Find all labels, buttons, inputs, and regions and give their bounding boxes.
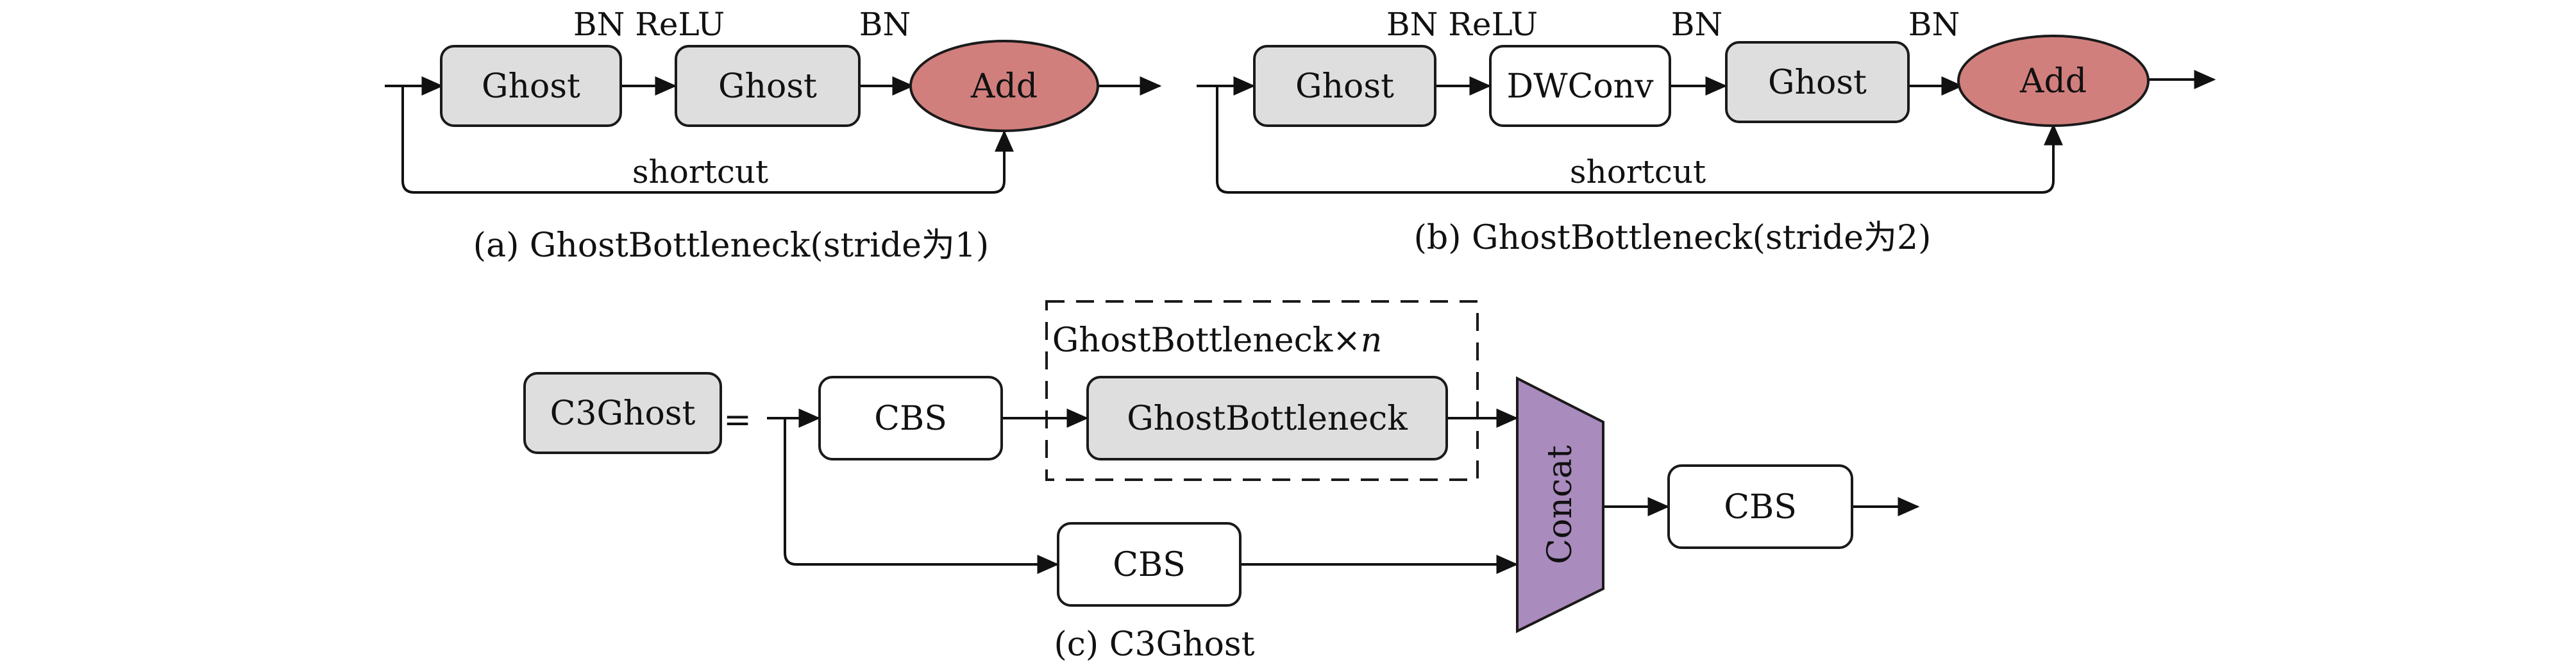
group-label-prefix: GhostBottleneck× (1052, 321, 1361, 360)
panel-c-c3ghost: C3Ghost = GhostBottleneck×n CBS GhostBot… (523, 300, 1920, 664)
node-b-add-label: Add (2019, 62, 2087, 101)
panel-a-ghostbottleneck-stride1: Ghost Ghost Add BN ReLU BN shortcut (a) … (385, 6, 1162, 265)
group-ghostbottleneck-repeat (1045, 300, 1479, 481)
edge-c-branch-cbs-bottom (784, 418, 1059, 574)
node-c-cbs-bottom: CBS (1057, 522, 1242, 607)
node-b-ghost2-label: Ghost (1768, 63, 1867, 102)
node-b-add: Add (1957, 35, 2150, 127)
caption-c: (c) C3Ghost (1054, 625, 1254, 664)
node-c-c3ghost: C3Ghost (523, 372, 722, 454)
panel-b-ghostbottleneck-stride2: Ghost DWConv Ghost Add BN ReLU BN BN sho… (1197, 6, 2216, 257)
edge-a-shortcut (401, 86, 1014, 194)
label-a-shortcut: shortcut (632, 153, 768, 190)
node-c-ghostbottleneck: GhostBottleneck (1086, 376, 1448, 460)
label-b-bn-relu: BN ReLU (1386, 6, 1538, 43)
node-a-ghost1-label: Ghost (482, 67, 580, 106)
equals-sign: = (723, 401, 752, 439)
node-c-cbs-top: CBS (818, 376, 1003, 460)
node-b-ghost1: Ghost (1253, 45, 1436, 127)
label-b-shortcut: shortcut (1570, 153, 1706, 190)
node-b-ghost2: Ghost (1725, 41, 1910, 123)
group-label: GhostBottleneck×n (1052, 321, 1383, 360)
node-c-cbs-out: CBS (1667, 464, 1853, 549)
node-c-cbs-out-label: CBS (1724, 488, 1797, 527)
caption-a: (a) GhostBottleneck(stride为1) (473, 226, 989, 265)
node-a-add: Add (909, 40, 1099, 132)
caption-b: (b) GhostBottleneck(stride为2) (1414, 219, 1932, 257)
node-a-ghost1: Ghost (440, 45, 622, 127)
label-b-bn-1: BN (1671, 6, 1723, 43)
node-a-add-label: Add (970, 67, 1038, 106)
node-c-ghostbottleneck-label: GhostBottleneck (1127, 400, 1408, 438)
node-c-c3ghost-label: C3Ghost (550, 394, 696, 433)
node-b-dwconv: DWConv (1489, 45, 1671, 127)
node-b-dwconv-label: DWConv (1506, 67, 1654, 106)
node-c-concat-label: Concat (1541, 445, 1579, 564)
label-a-bn: BN (859, 6, 911, 43)
group-label-var: n (1361, 321, 1383, 360)
node-c-concat: Concat (1516, 376, 1604, 634)
node-a-ghost2-label: Ghost (718, 67, 817, 106)
edge-b-shortcut (1216, 86, 2063, 194)
node-c-cbs-top-label: CBS (874, 400, 947, 438)
node-a-ghost2: Ghost (675, 45, 861, 127)
label-b-bn-2: BN (1908, 6, 1960, 43)
node-c-cbs-bottom-label: CBS (1113, 546, 1186, 584)
label-a-bn-relu: BN ReLU (573, 6, 725, 43)
node-b-ghost1-label: Ghost (1295, 67, 1394, 106)
